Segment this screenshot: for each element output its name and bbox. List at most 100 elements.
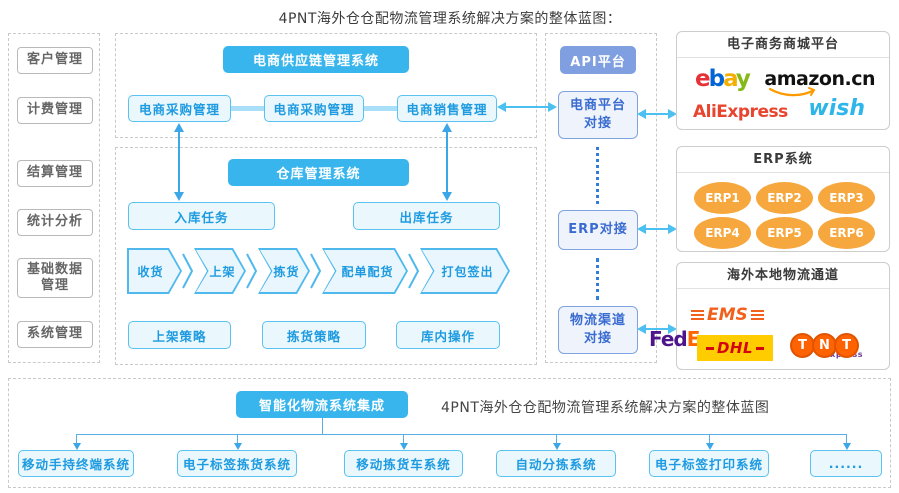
- tnt-logo: T N T: [790, 333, 859, 358]
- tree-drop-arrow: [234, 434, 242, 450]
- erp-pill-2: ERP2: [756, 182, 813, 214]
- chevron-separator-icon: [246, 253, 258, 289]
- integration-header: 智能化物流系统集成: [236, 391, 408, 418]
- process-step-label: 上架: [209, 264, 236, 279]
- process-step-allocate: 配单配货: [322, 248, 408, 294]
- erp-pill-6: ERP6: [818, 217, 875, 249]
- module-connector: [231, 106, 264, 111]
- dhl-word: DHL: [716, 339, 754, 357]
- warehouse-panel: 仓库管理系统 入库任务 出库任务 收货 上架 拣货: [115, 147, 537, 365]
- inbound-task-box: 入库任务: [128, 202, 275, 230]
- api-platform-header: API平台: [560, 46, 636, 74]
- arrow-sales-api: [497, 102, 557, 112]
- arrow-api-platforms: [637, 109, 677, 119]
- arrow-sales-outbound: [442, 123, 452, 201]
- module-purchase-2: 电商采购管理: [264, 95, 364, 122]
- sidebar-panel: 客户管理 计费管理 结算管理 统计分析 基础数据管理 系统管理: [8, 33, 100, 363]
- ebay-logo: ebay: [695, 66, 751, 92]
- chevron-separator-icon: [408, 253, 420, 289]
- strategy-picking: 拣货策略: [262, 321, 366, 349]
- process-step-label: 打包签出: [441, 264, 494, 279]
- logistics-channels-card: 海外本地物流通道 EMS FedEx Express DHL T N T: [649, 262, 890, 370]
- page-title: 4PNT海外仓仓配物流管理系统解决方案的整体蓝图：: [278, 11, 622, 27]
- ems-stripes-icon: [750, 310, 764, 320]
- tree-drop-arrow: [400, 434, 408, 450]
- sidebar-item-statistics: 统计分析: [17, 209, 93, 236]
- erp-systems-title: ERP系统: [677, 147, 889, 173]
- integration-panel: 智能化物流系统集成 4PNT海外仓仓配物流管理系统解决方案的整体蓝图 移动手持终…: [8, 378, 891, 488]
- ebay-letter: y: [735, 66, 751, 92]
- chevron-shape: [422, 250, 508, 292]
- process-step-label: 配单配货: [341, 264, 394, 279]
- amazon-smile-icon: [769, 87, 816, 97]
- system-etag-pick: 电子标签拣货系统: [177, 450, 297, 477]
- dhl-dash-icon: [756, 346, 765, 350]
- sidebar-item-customer: 客户管理: [17, 47, 93, 74]
- module-sales: 电商销售管理: [397, 95, 497, 122]
- strategy-putaway: 上架策略: [128, 321, 231, 349]
- ems-stripes-icon: [691, 310, 704, 320]
- tree-horizontal-line: [76, 434, 846, 435]
- amazon-tld: .cn: [844, 68, 875, 90]
- ecommerce-platforms-title: 电子商务商城平台: [677, 32, 889, 58]
- sidebar-item-billing: 计费管理: [17, 97, 93, 124]
- dhl-dash-icon: [705, 346, 714, 350]
- tnt-circle: T: [834, 333, 859, 358]
- ebay-letter: a: [723, 66, 738, 92]
- system-more: ......: [810, 450, 882, 477]
- strategy-inwarehouse: 库内操作: [396, 321, 500, 349]
- process-step-putaway: 上架: [194, 248, 246, 294]
- aliexpress-logo: AliExpress: [693, 102, 788, 122]
- module-connector: [364, 106, 397, 111]
- ebay-letter: b: [708, 66, 726, 92]
- sidebar-item-settlement: 结算管理: [17, 160, 93, 187]
- amazon-logo: amazon.cn: [764, 70, 875, 97]
- supply-chain-panel: 电商供应链管理系统 电商采购管理 电商采购管理 电商销售管理: [115, 33, 537, 138]
- outbound-task-box: 出库任务: [353, 202, 500, 230]
- dotted-connector: [596, 258, 599, 300]
- ecommerce-platforms-card: 电子商务商城平台 ebay amazon.cn AliExpress wish: [676, 31, 890, 130]
- chevron-separator-icon: [182, 253, 194, 289]
- tree-drop-arrow: [706, 434, 714, 450]
- chevron-separator-icon: [310, 253, 322, 289]
- integration-caption: 4PNT海外仓仓配物流管理系统解决方案的整体蓝图: [441, 400, 770, 416]
- supply-chain-header: 电商供应链管理系统: [223, 46, 409, 73]
- ems-word: EMS: [707, 305, 748, 325]
- chevron-shape: [129, 250, 180, 292]
- sidebar-item-system: 系统管理: [17, 321, 93, 348]
- warehouse-header: 仓库管理系统: [228, 159, 409, 186]
- system-etag-print: 电子标签打印系统: [649, 450, 769, 477]
- wish-logo: wish: [808, 96, 865, 121]
- ems-logo: EMS: [691, 305, 764, 325]
- module-purchase-1: 电商采购管理: [128, 95, 231, 122]
- dotted-connector: [596, 147, 599, 204]
- tree-drop-arrow: [843, 434, 851, 450]
- system-pick-cart: 移动拣货车系统: [344, 450, 463, 477]
- tree-drop-arrow: [553, 434, 561, 450]
- tree-trunk-line: [322, 418, 323, 435]
- amazon-word: amazon: [764, 68, 845, 90]
- warehouse-process-flow: 收货 上架 拣货 配单配货: [127, 248, 510, 294]
- arrow-api-logistics: [637, 324, 677, 334]
- arrow-api-erp: [637, 224, 677, 234]
- process-step-label: 收货: [137, 264, 164, 279]
- erp-systems-card: ERP系统 ERP1 ERP2 ERP3 ERP4 ERP5 ERP6: [676, 146, 890, 252]
- process-step-receive: 收货: [127, 248, 182, 294]
- logistics-channels-title: 海外本地物流通道: [677, 263, 889, 289]
- ebay-letter: e: [695, 66, 711, 92]
- arrow-purchase-inbound: [174, 123, 184, 201]
- chevron-shape: [324, 250, 406, 292]
- dhl-logo: DHL: [697, 335, 773, 361]
- api-node-ecommerce: 电商平台对接: [558, 91, 638, 139]
- system-handheld: 移动手持终端系统: [18, 450, 134, 477]
- sidebar-item-basedata: 基础数据管理: [17, 258, 93, 298]
- erp-pill-3: ERP3: [818, 182, 875, 214]
- api-panel: API平台 电商平台对接 ERP对接 物流渠道对接: [545, 33, 657, 363]
- api-node-erp: ERP对接: [558, 210, 638, 250]
- erp-pill-5: ERP5: [756, 217, 813, 249]
- erp-pill-1: ERP1: [694, 182, 751, 214]
- tree-drop-arrow: [73, 434, 81, 450]
- system-auto-sort: 自动分拣系统: [496, 450, 616, 477]
- erp-pill-4: ERP4: [694, 217, 751, 249]
